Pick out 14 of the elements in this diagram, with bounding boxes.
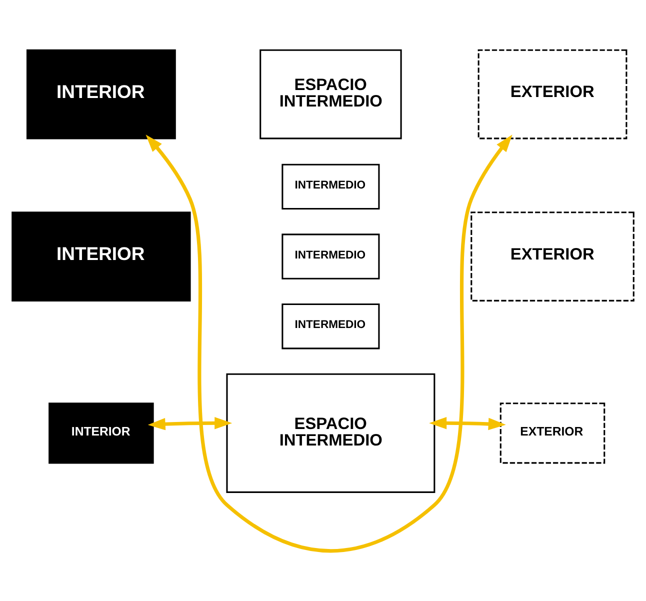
node-box: INTERIOR (12, 212, 191, 302)
node-box: INTERMEDIO (282, 304, 380, 350)
node-box: EXTERIOR (470, 212, 634, 302)
arrow (146, 134, 512, 552)
node-box: INTERMEDIO (282, 234, 380, 280)
node-box: EXTERIOR (478, 49, 628, 140)
node-box: EXTERIOR (500, 402, 606, 464)
arrow (429, 417, 506, 430)
node-box: ESPACIO INTERMEDIO (260, 49, 402, 140)
node-box: INTERIOR (48, 402, 154, 464)
node-box: ESPACIO INTERMEDIO (226, 373, 436, 493)
node-box: INTERMEDIO (282, 164, 380, 210)
node-box: INTERIOR (26, 49, 176, 140)
arrow (148, 417, 232, 430)
